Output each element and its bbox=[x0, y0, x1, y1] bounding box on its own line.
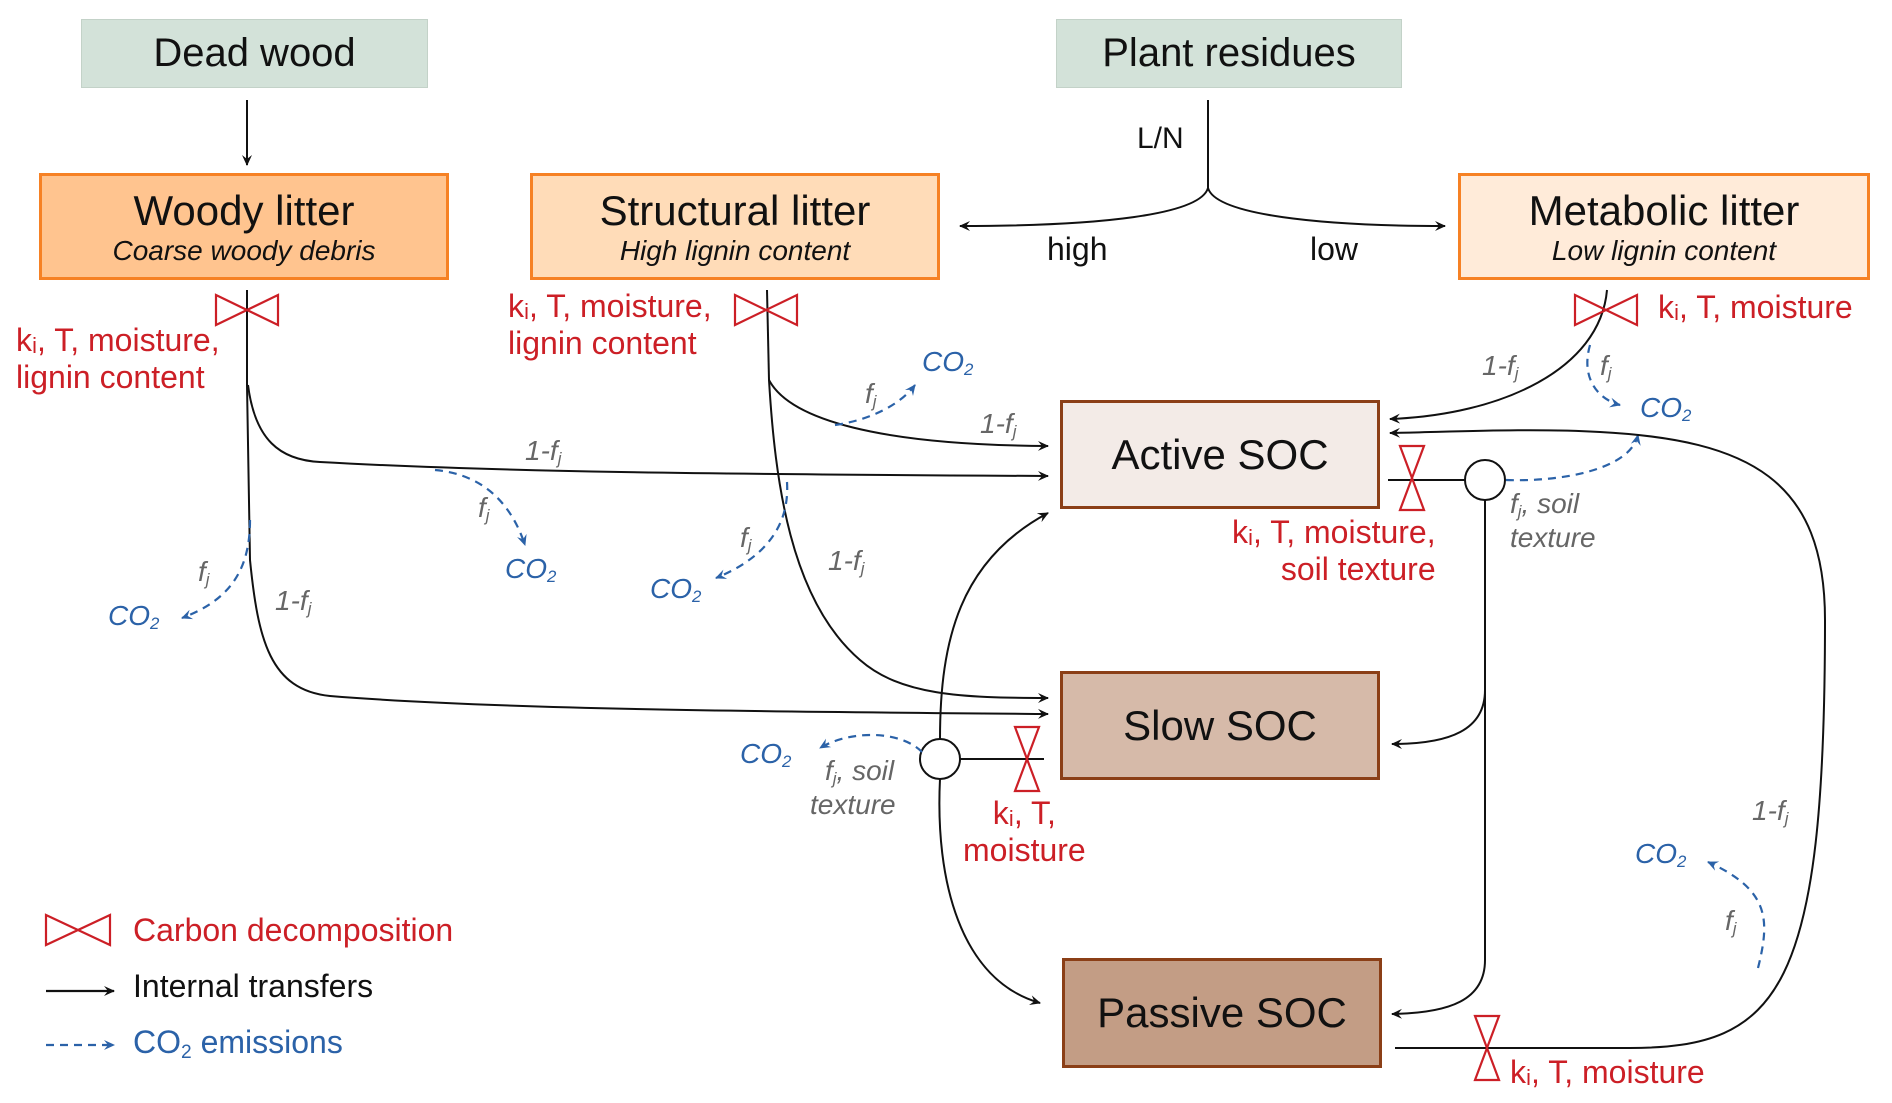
transfer-arrow-structural-slow bbox=[768, 379, 1049, 703]
co2-label: CO2 bbox=[505, 553, 557, 587]
decomposition-valve-metabolic bbox=[1573, 293, 1639, 327]
transfer-arrow-passive-active bbox=[1389, 427, 1827, 1049]
co2-arrow-slow bbox=[819, 733, 923, 753]
legend-emissions-label: CO2 emissions bbox=[133, 1024, 343, 1063]
transfer-arrow-structural-active bbox=[768, 379, 1049, 451]
fraction-label: 1-fj bbox=[275, 585, 312, 619]
dead-wood-box: Dead wood bbox=[81, 19, 428, 88]
plant-residues-label: Plant residues bbox=[1102, 31, 1356, 75]
transfer-arrow-woody-active bbox=[247, 384, 1049, 481]
co2-label: CO2 bbox=[650, 573, 702, 607]
metabolic-litter-box: Metabolic litter Low lignin content bbox=[1458, 173, 1870, 280]
fraction-label: 1-fj bbox=[980, 408, 1017, 442]
passive-soc-label: Passive SOC bbox=[1097, 989, 1347, 1036]
low-label: low bbox=[1310, 231, 1359, 267]
transfer-arrow-metabolic-active bbox=[1389, 289, 1608, 424]
metabolic-litter-title: Metabolic litter bbox=[1528, 186, 1800, 234]
active-split-node bbox=[1464, 459, 1506, 501]
active-controls-label: kᵢ, T, moisture, soil texture bbox=[1232, 514, 1436, 587]
dead-wood-label: Dead wood bbox=[153, 31, 356, 75]
fraction-label: fj bbox=[1600, 350, 1612, 384]
woody-controls-label: kᵢ, T, moisture, lignin content bbox=[16, 322, 220, 395]
high-label: high bbox=[1047, 231, 1108, 267]
transfer-arrow-slow-active bbox=[939, 512, 1049, 740]
legend-decomposition-label: Carbon decomposition bbox=[133, 912, 454, 948]
structural-litter-subtitle: High lignin content bbox=[619, 234, 851, 266]
decomposition-valve-slow bbox=[1013, 725, 1041, 793]
fraction-label: fj bbox=[478, 492, 490, 526]
slow-controls-label: kᵢ, T, moisture bbox=[963, 795, 1086, 868]
fraction-label: fj bbox=[1725, 905, 1737, 939]
slow-split-node bbox=[919, 738, 961, 780]
woody-litter-title: Woody litter bbox=[133, 186, 355, 234]
metabolic-controls-label: kᵢ, T, moisture bbox=[1658, 289, 1853, 325]
fraction-label: 1-fj bbox=[828, 545, 865, 579]
co2-label: CO2 bbox=[740, 738, 792, 772]
woody-litter-subtitle: Coarse woody debris bbox=[112, 234, 376, 266]
co2-arrow-passive bbox=[1707, 860, 1766, 969]
transfer-arrow-woody-slow bbox=[246, 384, 1049, 719]
decomposition-valve-active bbox=[1398, 444, 1426, 512]
fraction-label: fj bbox=[740, 522, 752, 556]
slow-split-fraction-label: fj, soil texture bbox=[810, 755, 896, 820]
co2-arrow-woody-active bbox=[434, 468, 527, 546]
structural-litter-box: Structural litter High lignin content bbox=[530, 173, 940, 280]
metabolic-litter-subtitle: Low lignin content bbox=[1551, 234, 1777, 266]
structural-controls-label: kᵢ, T, moisture, lignin content bbox=[508, 288, 712, 361]
woody-litter-box: Woody litter Coarse woody debris bbox=[39, 173, 449, 280]
ln-ratio-label: L/N bbox=[1137, 122, 1184, 155]
passive-soc-box: Passive SOC bbox=[1062, 958, 1382, 1068]
decomposition-valve-woody bbox=[214, 293, 280, 327]
co2-label: CO2 bbox=[108, 600, 160, 634]
active-split-fraction-label: fj, soil texture bbox=[1510, 488, 1596, 553]
structural-litter-title: Structural litter bbox=[599, 186, 871, 234]
fraction-label: 1-fj bbox=[525, 435, 562, 469]
co2-arrow-active bbox=[1505, 434, 1641, 482]
fraction-label: 1-fj bbox=[1482, 350, 1519, 384]
co2-arrow-metabolic bbox=[1586, 344, 1621, 408]
fraction-label: fj bbox=[865, 378, 877, 412]
decomposition-valve-passive bbox=[1473, 1014, 1501, 1082]
slow-soc-label: Slow SOC bbox=[1123, 701, 1317, 749]
co2-label: CO2 bbox=[922, 346, 974, 380]
co2-label: CO2 bbox=[1640, 392, 1692, 426]
active-soc-label: Active SOC bbox=[1111, 430, 1329, 478]
co2-arrow-structural-active bbox=[834, 384, 916, 427]
passive-controls-label: kᵢ, T, moisture bbox=[1510, 1054, 1705, 1090]
transfer-arrow-slow-passive bbox=[938, 778, 1041, 1006]
structural-stem bbox=[766, 289, 770, 381]
legend-transfers-label: Internal transfers bbox=[133, 968, 374, 1004]
co2-arrow-structural-slow bbox=[715, 481, 789, 580]
co2-arrow-woody-slow bbox=[181, 519, 252, 620]
decomposition-valve-structural bbox=[733, 293, 799, 327]
slow-soc-box: Slow SOC bbox=[1060, 671, 1380, 780]
fraction-label: 1-fj bbox=[1752, 795, 1789, 829]
transfer-arrow-low-metabolic bbox=[1207, 187, 1446, 231]
plant-residues-box: Plant residues bbox=[1056, 19, 1402, 88]
legend-decomposition-icon bbox=[44, 913, 112, 947]
transfer-arrow-high-structural bbox=[959, 187, 1209, 231]
fraction-label: fj bbox=[198, 556, 210, 590]
active-soc-box: Active SOC bbox=[1060, 400, 1380, 509]
co2-label: CO2 bbox=[1635, 838, 1687, 872]
transfer-arrow-active-passive bbox=[1391, 690, 1486, 1019]
